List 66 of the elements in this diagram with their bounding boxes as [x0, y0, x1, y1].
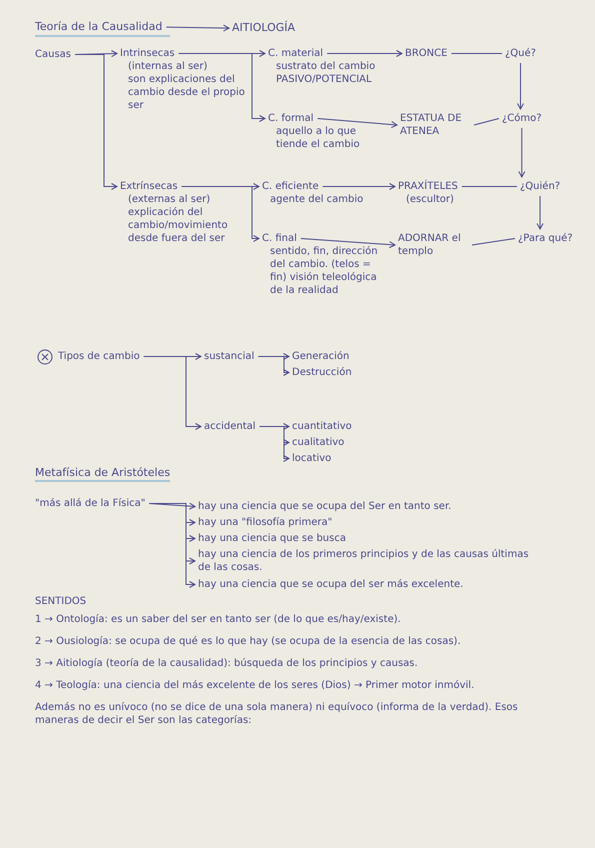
node-text: C. final: [262, 232, 297, 245]
note-text: 4 → Teología: una ciencia del más excelente de los seres (Dios) → Primer motor inmóvil.: [35, 679, 474, 692]
node-text: Causas: [35, 48, 71, 61]
node-text: Intrinsecas: [120, 47, 175, 60]
section-heading: Metafísica de Aristóteles: [35, 466, 170, 480]
question-text: ¿Qué?: [505, 47, 536, 60]
node-text: ADORNAR el templo: [398, 232, 462, 258]
note-text: agente del cambio: [269, 193, 364, 206]
question-text: ¿Para qué?: [518, 232, 573, 245]
node-text: "más allá de la Física": [35, 497, 146, 510]
arrow: [148, 503, 196, 588]
node-text: PRAXÍTELES: [398, 180, 458, 193]
node-text: hay una ciencia que se busca: [198, 532, 346, 545]
note-text: sentido, fin, dirección del cambio. (telos = fin) visión teleológica de la realidad: [269, 245, 379, 297]
node-text: accidental: [204, 420, 256, 433]
node-text: C. eficiente: [262, 180, 319, 193]
note-text: 3 → Aitiología (teoría de la causalidad): búsqueda de los principios y causas.: [35, 657, 418, 670]
node-text: Destrucción: [292, 366, 352, 379]
question-text: ¿Cómo?: [502, 112, 542, 125]
arrow: [518, 128, 526, 178]
note-text: son explicaciones del cambio desde el propio ser: [127, 73, 246, 112]
note-text: explicación del cambio/movimiento desde fuera del ser: [127, 206, 229, 245]
connector-line: [474, 118, 500, 126]
note-text: 2 → Ousiología: se ocupa de qué es lo que hay (se ocupa de la esencia de las cosas).: [35, 635, 461, 648]
note-text: (internas al ser): [127, 60, 208, 73]
node-text: sustancial: [204, 350, 254, 363]
arrow: [536, 196, 544, 230]
node-text: ESTATUA DE ATENEA: [400, 112, 463, 138]
arrow: [258, 356, 290, 376]
arrow: [74, 54, 118, 190]
note-text: Además no es unívoco (no se dice de una sola manera) ni equívoco (informa de la verdad). Esos maneras de decir el Ser son las categorías:: [35, 701, 519, 727]
note-text: 1 → Ontología: es un saber del ser en tanto ser (de lo que es/hay/existe).: [35, 613, 401, 626]
node-text: cualitativo: [292, 436, 344, 449]
arrow: [317, 118, 398, 128]
note-text: aquello a lo que tiende el cambio: [275, 125, 361, 151]
node-text: Generación: [292, 350, 350, 363]
connector-line: [461, 186, 518, 187]
heading-text: Teoría de la Causalidad: [35, 20, 162, 34]
node-text: Extrínsecas: [120, 180, 178, 193]
arrow: [181, 186, 260, 242]
node-text: hay una ciencia que se ocupa del Ser en tanto ser.: [198, 500, 452, 513]
node-text: hay una ciencia de los primeros principios y de las causas últimas de las cosas.: [198, 548, 530, 574]
arrow: [178, 53, 266, 122]
section-heading: SENTIDOS: [35, 595, 86, 608]
note-text: (escultor): [405, 193, 454, 206]
note-text: sustrato del cambio: [275, 60, 376, 73]
arrow: [517, 62, 524, 110]
node-text: locativo: [292, 452, 332, 465]
node-text: C. formal: [268, 112, 314, 125]
heading-text: AITIOLOGÍA: [232, 21, 296, 36]
node-text: Tipos de cambio: [58, 350, 140, 363]
note-text: (externas al ser): [127, 193, 210, 206]
arrow: [143, 356, 202, 430]
question-text: ¿Quién?: [520, 180, 560, 193]
connector-line: [472, 238, 516, 246]
arrow: [322, 183, 396, 190]
node-text: hay una ciencia que se ocupa del ser más excelente.: [198, 578, 464, 591]
note-text: PASIVO/POTENCIAL: [275, 73, 372, 86]
arrow: [166, 24, 230, 32]
arrow: [326, 50, 402, 57]
node-text: hay una "filosofía primera": [198, 516, 332, 529]
arrow: [300, 238, 396, 248]
node-text: C. material: [268, 47, 324, 60]
connector-line: [450, 53, 502, 54]
node-text: BRONCE: [405, 47, 448, 60]
node-text: cuantitativo: [292, 420, 352, 433]
